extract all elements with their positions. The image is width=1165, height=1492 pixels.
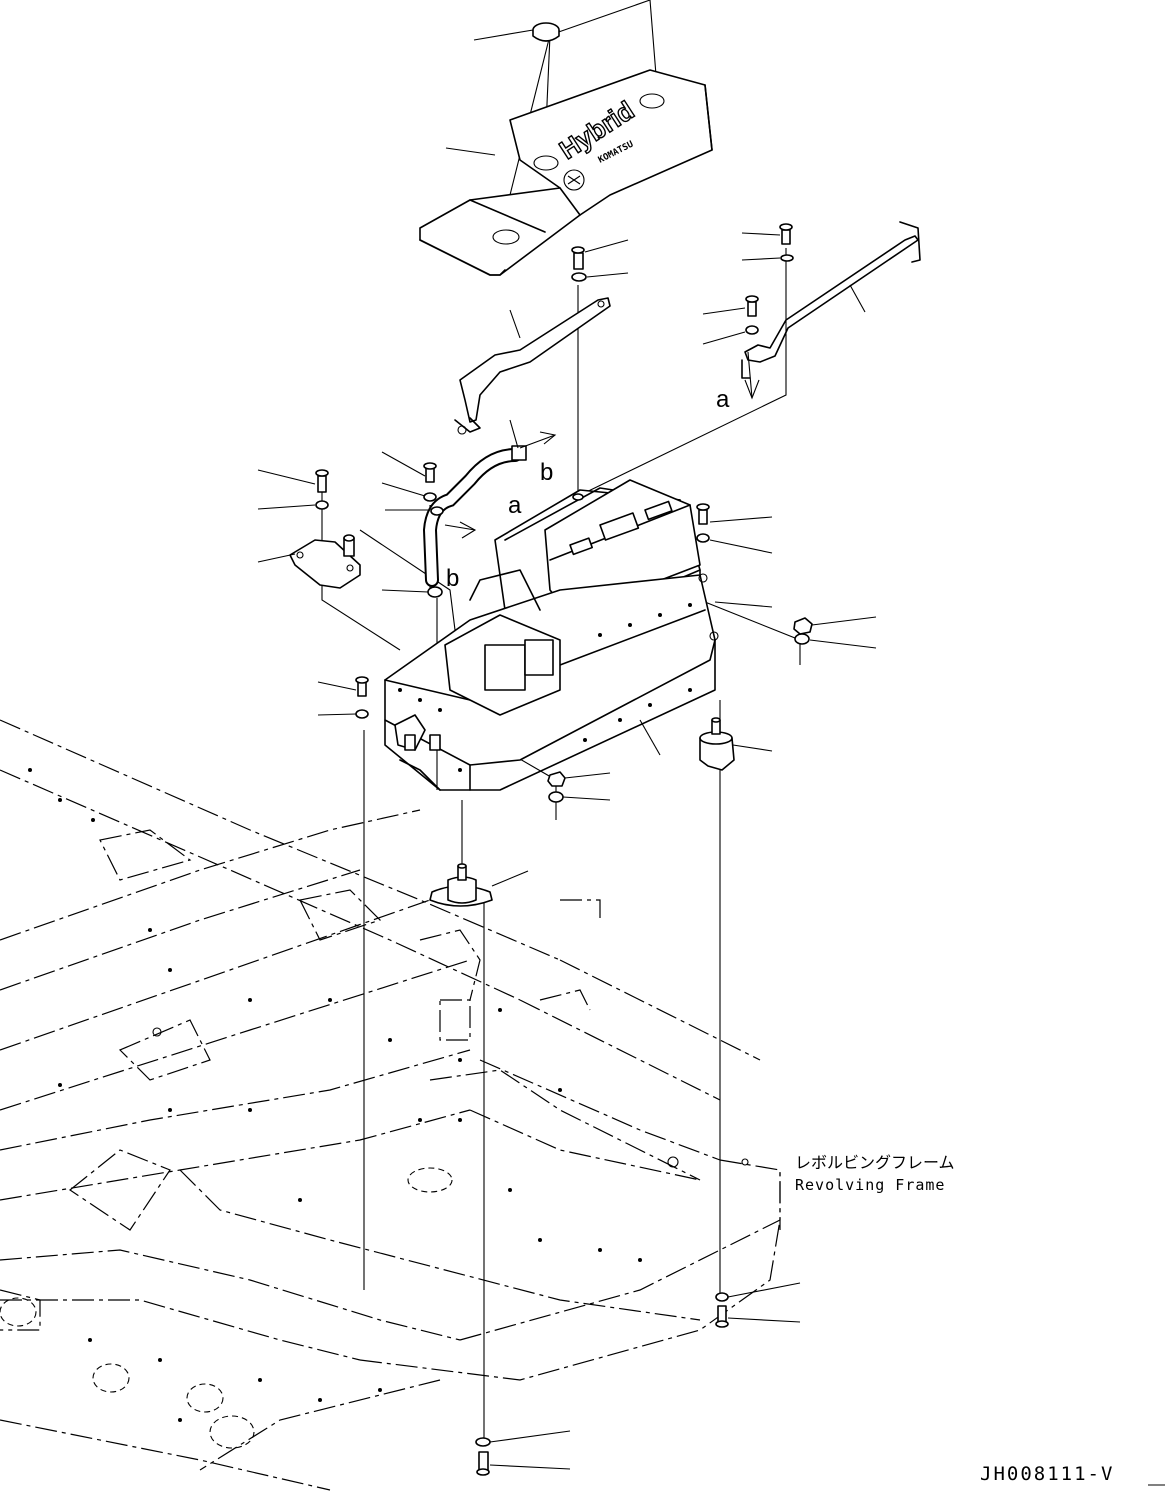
fasteners	[315, 223, 813, 1476]
bolt-left-1	[315, 469, 329, 493]
leader-lines	[257, 29, 877, 1470]
bolt-lower-left	[355, 676, 369, 697]
bolt-bottom-center	[476, 1451, 490, 1476]
bolt-upper-right-2	[745, 295, 759, 317]
bolt-bottom-right	[715, 1305, 729, 1328]
left-bracket	[289, 534, 361, 589]
mount-center	[429, 863, 493, 907]
cover-cap	[532, 22, 560, 42]
ref-label-b-upper: b	[540, 459, 553, 486]
figure-code: JH008111-V	[980, 1463, 1114, 1485]
hose	[422, 445, 527, 587]
frame-label-english: Revolving Frame	[795, 1176, 945, 1194]
frame-label-japanese: レボルビングフレーム	[795, 1153, 955, 1172]
bolt-right-1	[696, 503, 710, 525]
bolt-top-center	[571, 246, 585, 270]
bolt-upper-right-1	[779, 223, 793, 245]
mount-right	[699, 717, 735, 771]
revolving-frame	[0, 719, 781, 1491]
main-case	[384, 569, 719, 791]
ref-label-b-lower: b	[446, 565, 459, 592]
top-cover: Hybrid KOMATSU	[419, 69, 713, 276]
bolt-left-2	[423, 462, 437, 483]
right-stay-rod	[741, 221, 921, 379]
ref-label-a-lower: a	[508, 492, 522, 519]
washer-1	[571, 272, 587, 282]
reference-arrows: a b a b	[444, 351, 760, 592]
ref-label-a-upper: a	[716, 386, 730, 413]
stay-bracket	[454, 297, 611, 435]
